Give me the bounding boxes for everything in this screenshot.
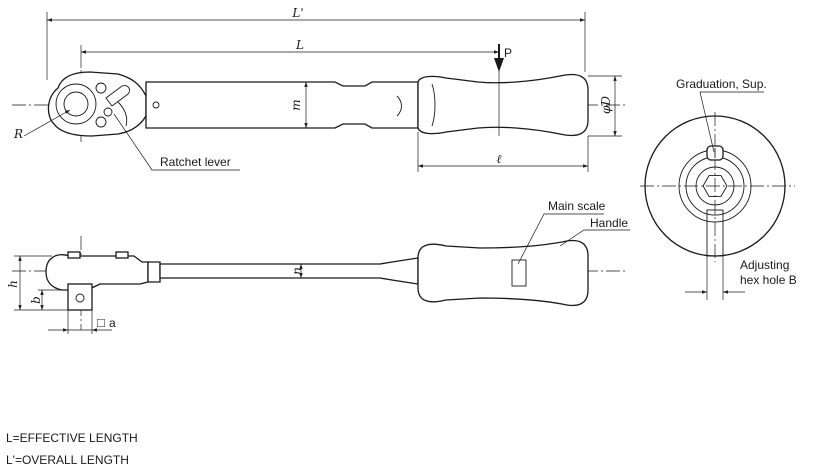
radius-symbol: R [13, 127, 23, 141]
load-arrow [494, 58, 504, 72]
effective-length-symbol: L [295, 38, 304, 52]
adjusting-hex-hole [702, 175, 728, 197]
load-point-symbol: P [504, 46, 512, 60]
grip-length-symbol: ℓ [497, 152, 502, 166]
side-handle[interactable] [417, 239, 589, 307]
handle-diameter-symbol: φD [599, 96, 613, 114]
top-view: L' L P R m φD ℓ Ratchet lever [12, 6, 625, 172]
drive-circle-outer [55, 83, 97, 125]
ratchet-lever-part [105, 85, 131, 107]
shaft-width-symbol: m [289, 99, 303, 110]
graduation-label: Graduation, Sup. [676, 77, 767, 91]
top-pivot-pin [152, 101, 160, 109]
ratchet-lever-label: Ratchet lever [160, 155, 231, 169]
end-view: Graduation, Sup. Adjusting hex hole B [640, 77, 797, 300]
drive-circle-inner [63, 91, 89, 117]
shaft-height-symbol: n [290, 267, 304, 275]
legend-effective-length: L=EFFECTIVE LENGTH [6, 431, 138, 445]
square-drive-label: a [109, 316, 116, 330]
top-handle[interactable] [417, 73, 589, 137]
handle-label: Handle [590, 216, 628, 230]
main-scale-label: Main scale [548, 199, 606, 213]
head-height-symbol: h [6, 280, 20, 288]
top-shaft [145, 81, 419, 129]
square-drive-symbol: □ [97, 315, 105, 330]
radius-leader [23, 109, 71, 137]
side-view: h b □ a n Main scale Handle [6, 199, 630, 334]
legend-overall-length: L'=OVERALL LENGTH [6, 453, 129, 467]
main-scale-window [511, 259, 527, 287]
side-shaft [147, 261, 161, 283]
side-head [45, 254, 149, 291]
overall-length-symbol: L' [291, 6, 303, 20]
ratchet-head [47, 71, 147, 137]
drive-height-symbol: b [29, 296, 43, 304]
adjusting-label-line2: hex hole B [740, 273, 797, 287]
square-drive [67, 283, 93, 311]
adjusting-label-line1: Adjusting [740, 258, 789, 272]
